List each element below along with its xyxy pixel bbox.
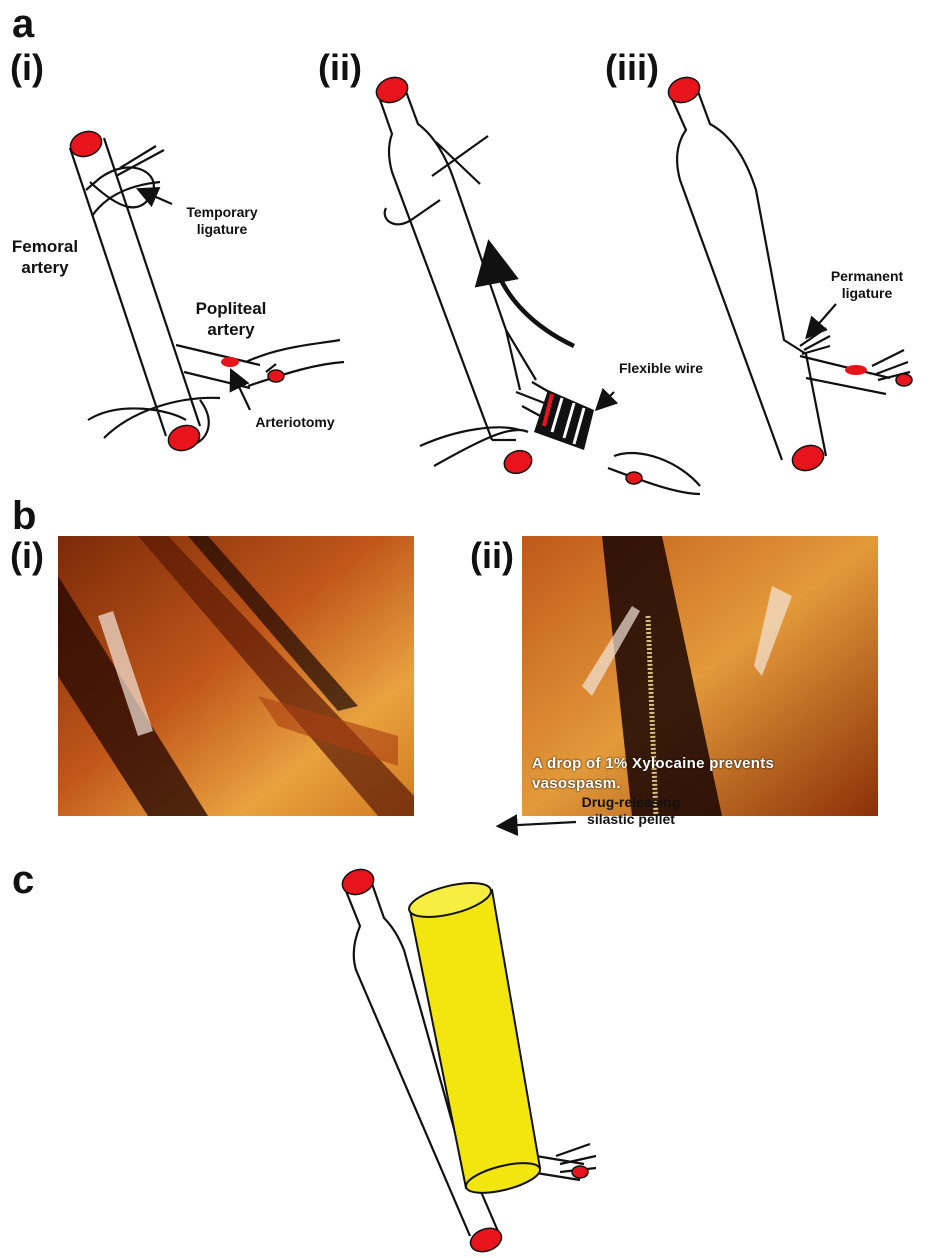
label-temporary-ligature: Temporary ligature (172, 204, 272, 238)
label-popliteal-artery-line1: Popliteal (186, 298, 276, 319)
arteriotomy-spot-iii (845, 365, 867, 375)
label-permanent-ligature-line2: ligature (812, 285, 922, 302)
label-femoral-artery-line1: Femoral (4, 236, 86, 257)
vessel-end-i-bottom (165, 421, 203, 454)
label-femoral-artery: Femoral artery (4, 236, 86, 278)
panel-b-ii-label: (ii) (470, 538, 514, 574)
label-femoral-artery-line2: artery (4, 257, 86, 278)
photo-caption-line1: A drop of 1% Xylocaine prevents (532, 754, 774, 774)
vessel-end-ii-top (373, 73, 411, 106)
drug-pellet (406, 876, 543, 1199)
photo-caption-line2: vasospasm. (532, 774, 774, 794)
panel-b-letter: b (12, 496, 36, 536)
label-flexible-wire: Flexible wire (606, 360, 716, 377)
lower-ligature-i (88, 398, 220, 446)
popliteal-branch-i (176, 345, 260, 388)
label-popliteal-artery: Popliteal artery (186, 298, 276, 340)
label-pellet: Drug-releasing silastic pellet (556, 794, 706, 828)
surgical-photo-ii: A drop of 1% Xylocaine prevents vasospas… (522, 536, 878, 816)
label-popliteal-artery-line2: artery (186, 319, 276, 340)
label-arteriotomy: Arteriotomy (240, 414, 350, 431)
vessel-end-c-bottom (467, 1224, 505, 1256)
label-permanent-ligature: Permanent ligature (812, 268, 922, 302)
femoral-artery-iii-right (696, 86, 806, 354)
photo-caption: A drop of 1% Xylocaine prevents vasospas… (532, 754, 774, 794)
popliteal-branch-c (530, 1156, 584, 1180)
branch-sutures-i (246, 340, 344, 386)
label-temporary-ligature-line1: Temporary (172, 204, 272, 221)
vessel-end-c-top (339, 865, 377, 898)
vessel-end-iii-bottom (789, 441, 827, 474)
vessel-end-c-branch (572, 1166, 588, 1178)
label-pellet-line2: silastic pellet (556, 811, 706, 828)
femoral-artery-ii-right (404, 86, 506, 330)
arteriotomy-spot-i (221, 357, 239, 367)
advance-arrow-ii (490, 248, 574, 346)
temporary-ligature-ii (385, 136, 488, 224)
label-pellet-line1: Drug-releasing (556, 794, 706, 811)
panel-b-i-label: (i) (10, 538, 44, 574)
femoral-artery-iii-left (670, 94, 782, 460)
vessel-end-ii-bottom (501, 447, 535, 477)
surgical-photo-i (58, 536, 414, 816)
vessel-end-iii-branch (896, 374, 912, 386)
label-permanent-ligature-line1: Permanent (812, 268, 922, 285)
permanent-ligature-iii (800, 328, 830, 354)
vessel-end-i-branch (268, 370, 284, 382)
label-temporary-ligature-line2: ligature (172, 221, 272, 238)
panel-c-letter: c (12, 860, 34, 900)
flexible-wire-coil (534, 390, 594, 450)
vessel-end-iii-top (665, 73, 703, 106)
vessel-end-ii-branch (626, 472, 642, 484)
panel-a-diagram (0, 0, 932, 500)
femoral-artery-c-left (344, 886, 470, 1236)
permanent-ligature-c (556, 1144, 596, 1172)
